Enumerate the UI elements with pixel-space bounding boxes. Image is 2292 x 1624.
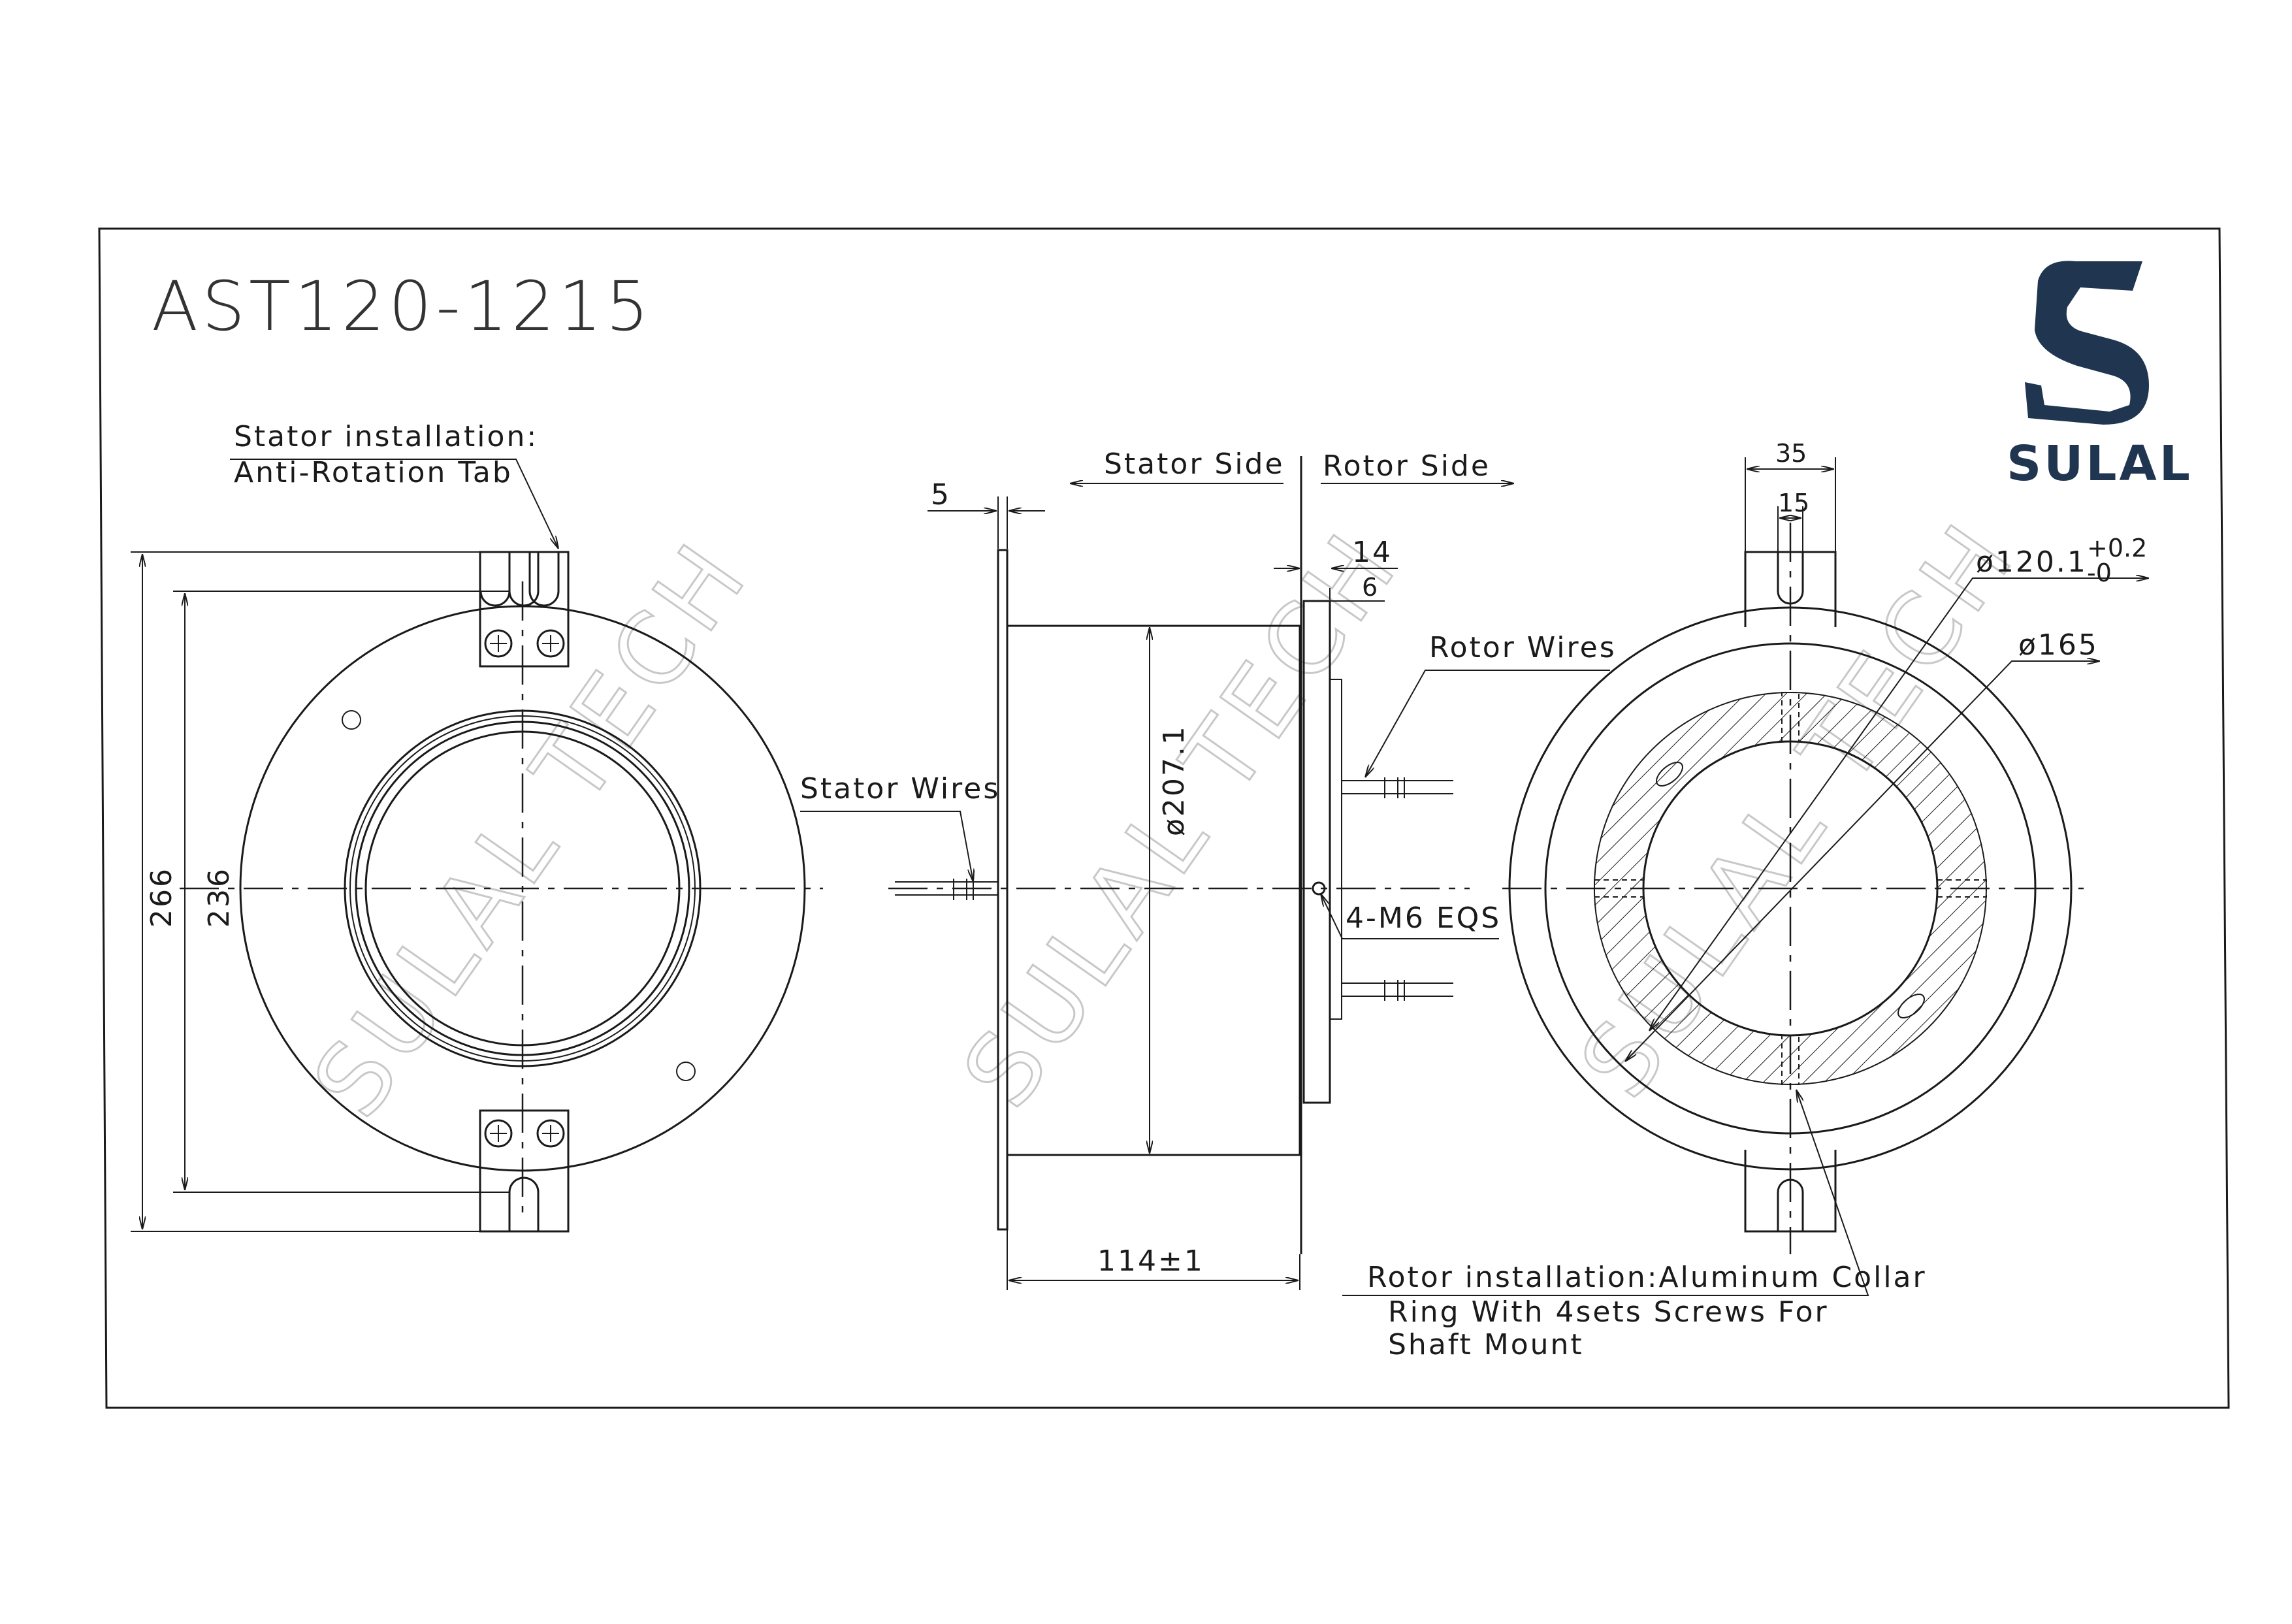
front-screw-icon: [484, 629, 513, 658]
front-screw-icon: [536, 1119, 565, 1148]
m6-hole-icon: [1312, 881, 1326, 896]
rotor-side-label: Rotor Side: [1323, 449, 1491, 483]
dim-outer-label: 266: [145, 867, 178, 928]
front-hole-1: [342, 710, 361, 730]
s-logo-icon: [2025, 261, 2149, 425]
front-bottom-tab: [479, 1109, 570, 1233]
dim-flange-label: 5: [931, 478, 951, 512]
brand-logo: SULAL: [2007, 261, 2193, 492]
dim-length-label: 114±1: [1097, 1244, 1204, 1278]
front-hole-2: [676, 1062, 696, 1081]
stator-flange: [997, 549, 1009, 1231]
stator-wires-drawing: [895, 879, 998, 900]
front-top-tab: [479, 551, 570, 668]
front-screw-icon: [484, 1119, 513, 1148]
rotor-wires-drawing: [1342, 777, 1453, 1001]
stator-note-line2: Anti-Rotation Tab: [234, 456, 513, 489]
stator-note-line1: Stator installation:: [234, 420, 538, 453]
bore-tol-upper: +0.2: [2087, 534, 2147, 562]
rotor-note-line3: Shaft Mount: [1388, 1328, 1584, 1361]
bore-diameter-label: ø120.1: [1976, 545, 2088, 579]
rotor-note-line2: Ring With 4sets Screws For: [1388, 1295, 1829, 1329]
housing-body: [1006, 625, 1301, 1156]
holes-label: 4-M6 EQS: [1346, 901, 1501, 935]
dim-6-label: 6: [1362, 573, 1378, 602]
bore-tol-lower: -0: [2087, 559, 2112, 587]
drawing-title: AST120-1215: [152, 267, 653, 346]
rear-view: 35 15 ø120.1 +0.2 -0 ø165 Rotor installa…: [1342, 439, 2149, 1361]
dim-15-label: 15: [1778, 489, 1809, 517]
dim-35-label: 35: [1775, 439, 1807, 468]
rotor-note-line1: Rotor installation:Aluminum Collar: [1367, 1261, 1927, 1294]
rotor-wires-label: Rotor Wires: [1429, 631, 1617, 664]
brand-name: SULAL: [2007, 436, 2193, 492]
side-view: Stator Wires Rotor Wires Stator Side Rot…: [800, 447, 1617, 1290]
collar-diameter-label: ø165: [2018, 628, 2099, 662]
front-view: 266 236 Stator installation: Anti-Rotati…: [131, 420, 823, 1233]
front-screw-icon: [536, 629, 565, 658]
dim-inner-label: 236: [202, 867, 236, 928]
drawing-border: [98, 227, 2230, 1409]
stator-side-label: Stator Side: [1104, 447, 1285, 481]
rotor-collar: [1329, 679, 1342, 1020]
dim-14-label: 14: [1352, 536, 1393, 569]
dim-diameter-label: ø207.1: [1157, 724, 1191, 836]
stator-wires-label: Stator Wires: [800, 772, 1000, 805]
